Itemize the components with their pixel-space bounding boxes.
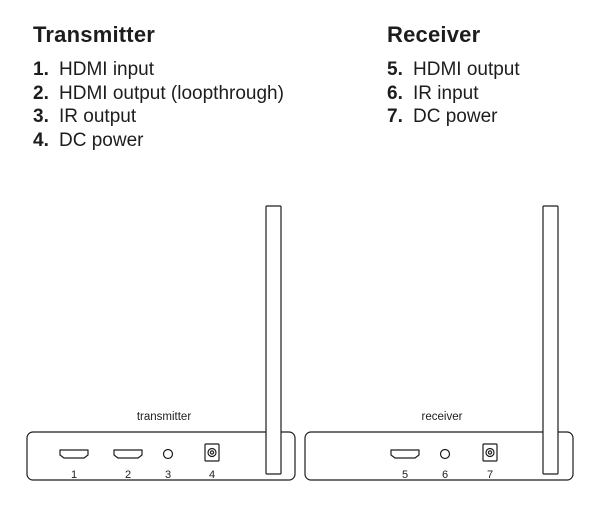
legend-number: 4. <box>33 129 49 151</box>
legend-number: 1. <box>33 59 49 80</box>
hdmi-port-icon <box>113 449 143 459</box>
legend-item: 2. HDMI output (loopthrough) <box>33 82 284 106</box>
port-number: 4 <box>209 469 215 481</box>
ir-jack-icon <box>162 448 174 460</box>
port-number: 2 <box>125 469 131 481</box>
receiver-title: Receiver <box>387 22 481 47</box>
legend-item: 4. DC power <box>33 129 284 153</box>
receiver-device-label: receiver <box>422 411 463 423</box>
receiver-unit: receiver 5 6 7 <box>304 205 574 481</box>
dc-jack-icon <box>204 443 220 462</box>
ir-jack-icon <box>439 448 451 460</box>
antenna-icon <box>265 205 282 475</box>
legend-number: 2. <box>33 82 49 104</box>
legend-text: DC power <box>413 106 498 127</box>
legend-text: HDMI output <box>413 59 520 80</box>
legend-text: DC power <box>59 129 144 151</box>
legend-text: IR output <box>59 106 137 127</box>
legend-text: HDMI output (loopthrough) <box>59 82 284 104</box>
port-number: 7 <box>487 469 493 481</box>
legend-item: 6. IR input <box>387 82 520 106</box>
legend-item: 1. HDMI input <box>33 58 284 82</box>
legend-text: IR input <box>413 82 479 104</box>
transmitter-body <box>26 431 296 481</box>
port-number: 1 <box>71 469 77 481</box>
transmitter-device-label: transmitter <box>137 411 191 423</box>
dc-jack-icon <box>482 443 498 462</box>
legend-item: 5. HDMI output <box>387 58 520 82</box>
port-number: 3 <box>165 469 171 481</box>
transmitter-port-list: 1. HDMI input 2. HDMI output (loopthrough)… <box>33 58 284 152</box>
hdmi-port-icon <box>59 449 89 459</box>
legend-item: 7. DC power <box>387 105 520 129</box>
legend-number: 7. <box>387 106 403 127</box>
receiver-port-list: 5. HDMI output 6. IR input 7. DC power <box>387 58 520 129</box>
receiver-legend: Receiver 5. HDMI output 6. IR input 7. DC p… <box>387 22 520 129</box>
antenna-icon <box>542 205 559 475</box>
hdmi-port-icon <box>390 449 420 459</box>
legend-number: 5. <box>387 59 403 80</box>
port-number: 6 <box>442 469 448 481</box>
transmitter-unit: transmitter 1 2 3 4 <box>26 205 296 481</box>
transmitter-legend: Transmitter 1. HDMI input 2. HDMI output (… <box>33 22 284 152</box>
port-number: 5 <box>402 469 408 481</box>
transmitter-title: Transmitter <box>33 22 156 47</box>
legend-number: 3. <box>33 106 49 127</box>
legend-text: HDMI input <box>59 59 155 80</box>
receiver-body <box>304 431 574 481</box>
legend-number: 6. <box>387 82 403 104</box>
legend-item: 3. IR output <box>33 105 284 129</box>
